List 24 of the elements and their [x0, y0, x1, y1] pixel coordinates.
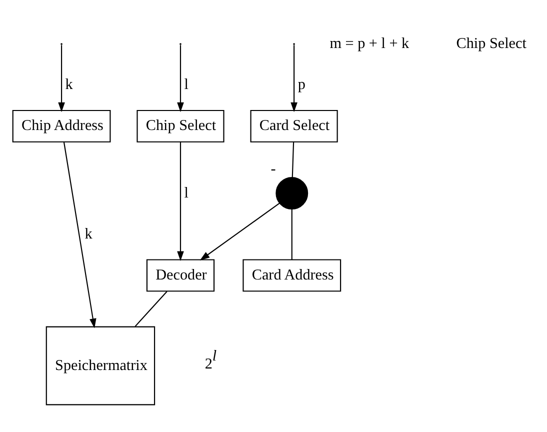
connector — [291, 208, 292, 259]
connector — [292, 141, 294, 178]
label: m = p + l + k — [330, 36, 410, 52]
node-box: Card Select — [250, 109, 338, 142]
arrow — [177, 141, 184, 260]
edge-label: k — [65, 76, 73, 93]
node-circle — [276, 176, 308, 209]
arrow — [177, 44, 184, 112]
node-box: Speichermatrix — [46, 326, 156, 405]
node-box: Decoder — [146, 258, 215, 292]
label: Chip Select — [456, 36, 526, 52]
node-label: - — [270, 160, 276, 177]
edge-label: k — [84, 226, 92, 242]
arrow — [63, 142, 96, 328]
node-box: Chip Select — [136, 109, 224, 142]
edge-label: p — [298, 76, 306, 93]
arrow — [200, 202, 280, 260]
arrow — [290, 44, 298, 112]
arrow — [58, 44, 65, 112]
node-box: Card Address — [242, 258, 342, 292]
node-box: Chip Address — [12, 109, 111, 142]
edge-label: l — [184, 184, 188, 201]
edge-label: l — [184, 76, 188, 93]
connector — [134, 290, 168, 326]
